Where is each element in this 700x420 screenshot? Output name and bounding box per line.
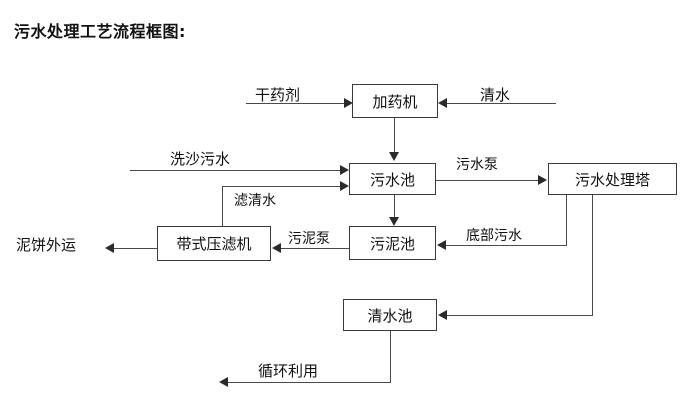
output-label-mud-cake-transport: 泥饼外运 <box>16 236 77 254</box>
arrowhead-filtered-water-icon <box>340 181 349 191</box>
edge-dosing-machine-to-sewage-pool <box>394 118 395 154</box>
node-clean-water-pool[interactable]: 清水池 <box>343 299 437 331</box>
output-label-recycling: 循环利用 <box>258 362 319 380</box>
input-label-sand-wash-sewage: 洗沙污水 <box>170 150 231 168</box>
arrowhead-clean-water-pool-icon <box>438 310 447 320</box>
edge-sewage-pool-to-sludge-pool <box>394 195 395 219</box>
arrowhead-mud-cake-icon <box>105 243 114 253</box>
arrowhead-sewage-to-sludge-pool-icon <box>389 217 399 226</box>
edge-recycling-riser <box>390 331 391 383</box>
edge-bottom-sewage-to-sludge-pool <box>446 245 567 246</box>
arrowhead-sand-wash-sewage-icon <box>340 165 349 175</box>
edge-dry-chemical-to-dosing-machine <box>246 103 346 104</box>
arrowhead-recycling-icon <box>219 377 228 387</box>
edge-treatment-tower-to-clean-water-pool-riser <box>592 195 593 315</box>
edge-sand-wash-sewage-to-sewage-pool <box>130 170 342 171</box>
edge-sewage-pool-to-treatment-tower <box>436 180 540 181</box>
arrowhead-clean-water-icon <box>438 98 447 108</box>
page-title: 污水处理工艺流程框图: <box>14 22 186 41</box>
edge-filtered-water-to-sewage-pool <box>222 186 342 187</box>
arrowhead-sludge-pump-icon <box>272 243 281 253</box>
node-sludge-pool[interactable]: 污泥池 <box>349 226 436 260</box>
edge-belt-press-to-mud-cake <box>114 248 159 249</box>
arrowhead-bottom-sewage-icon <box>437 240 446 250</box>
edge-recycling-return <box>228 382 391 383</box>
edge-label-filtered-water: 滤清水 <box>234 193 276 209</box>
edge-sludge-pool-to-belt-press <box>281 248 349 249</box>
edge-filtered-water-riser <box>222 186 223 226</box>
arrowhead-dry-chemical-icon <box>344 98 353 108</box>
arrowhead-dosing-to-sewage-pool-icon <box>389 152 399 161</box>
edge-label-bottom-sewage: 底部污水 <box>466 228 522 244</box>
node-dosing-machine[interactable]: 加药机 <box>352 84 438 118</box>
input-label-clean-water: 清水 <box>480 86 511 104</box>
edge-label-sewage-pump: 污水泵 <box>456 157 498 173</box>
node-belt-filter-press[interactable]: 带式压滤机 <box>157 226 271 261</box>
edge-treatment-tower-to-clean-water-pool <box>447 315 593 316</box>
edge-clean-water-to-dosing-machine <box>446 103 556 104</box>
edge-label-sludge-pump: 污泥泵 <box>288 231 330 247</box>
input-label-dry-chemical: 干药剂 <box>255 86 301 104</box>
node-sewage-pool[interactable]: 污水池 <box>349 163 436 195</box>
node-treatment-tower[interactable]: 污水处理塔 <box>548 163 677 195</box>
arrowhead-sewage-pump-icon <box>538 175 547 185</box>
edge-bottom-sewage-riser <box>566 195 567 245</box>
